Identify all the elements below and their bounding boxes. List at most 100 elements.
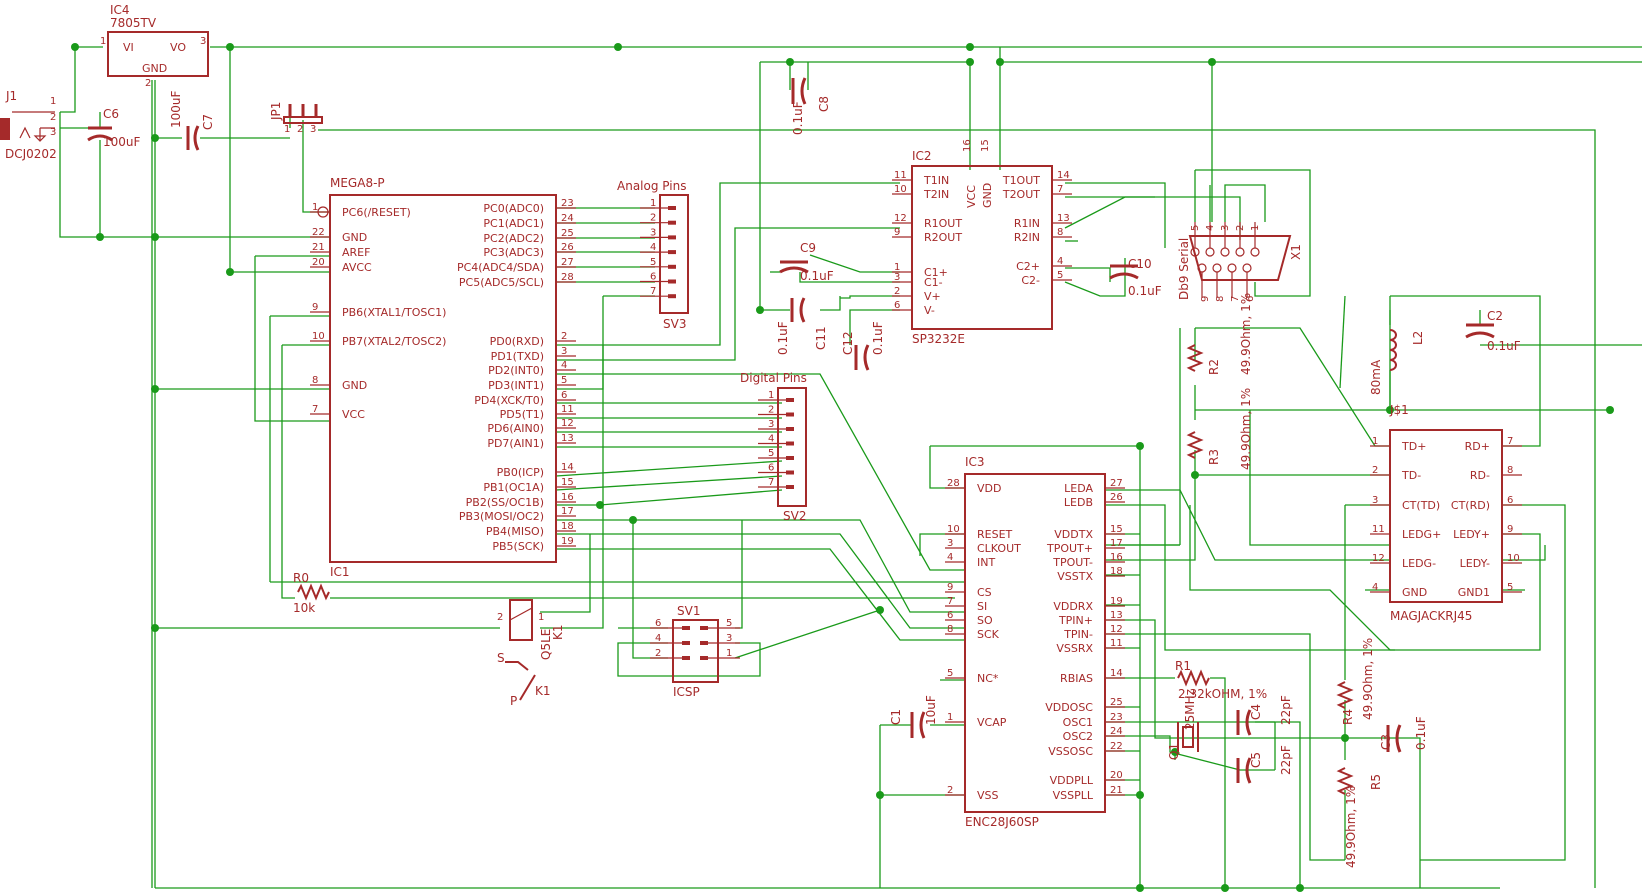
c8-capacitor[interactable]: 0.1uF C8 — [791, 77, 831, 135]
c6-capacitor[interactable]: C6 100uF — [87, 107, 141, 149]
ic3-right-pin-name: TPOUT+ — [1046, 542, 1093, 555]
c9-capacitor[interactable]: C9 0.1uF — [779, 241, 834, 283]
ic1-right-pin-name: PD3(INT1) — [488, 379, 544, 392]
j1-value: DCJ0202 — [5, 147, 57, 161]
c12-capacitor[interactable]: C12 0.1uF — [841, 321, 885, 371]
ic1-left-pin-name: AREF — [342, 246, 370, 259]
ic4-ref: IC4 — [110, 3, 130, 17]
ic3-ref: IC3 — [965, 455, 985, 469]
c2-value: 0.1uF — [1487, 339, 1521, 353]
ic1-right-pin-number: 4 — [561, 360, 567, 371]
js1-right-pin-name: RD- — [1470, 469, 1490, 482]
ic3-left-pin-number: 7 — [947, 596, 953, 607]
ic3-right-pin-name: TPIN+ — [1058, 614, 1093, 627]
c8-ref: C8 — [817, 96, 831, 112]
ic1-right-pin-name: PB3(MOSI/OC2) — [459, 510, 544, 523]
sv2-pin-pad — [786, 412, 794, 417]
c11-value: 0.1uF — [776, 321, 790, 355]
ic4-pin1: 1 — [100, 36, 106, 47]
c10-capacitor[interactable]: C10 0.1uF — [1109, 257, 1162, 298]
c2-capacitor[interactable]: C2 0.1uF — [1465, 309, 1521, 353]
c1-capacitor[interactable]: C1 10uF — [889, 695, 938, 739]
r0-ref: R0 — [293, 571, 309, 585]
ic3-left-pin-name: SO — [977, 614, 993, 627]
ic1-right-pin-number: 11 — [561, 404, 574, 415]
js1-left-pin-number: 4 — [1372, 582, 1378, 593]
ic1-left-pin-number: 8 — [312, 375, 318, 386]
sv1-left-pin-number: 4 — [655, 633, 661, 644]
r0-resistor[interactable]: R0 10k — [293, 571, 330, 615]
ic4-regulator[interactable]: IC4 7805TV VI VO GND 1 2 3 — [100, 3, 209, 89]
ic1-right-pin-number: 16 — [561, 492, 574, 503]
ic2-gnd: GND — [981, 183, 994, 208]
ic1-right-pin-number: 27 — [561, 257, 574, 268]
l2-value: 80mA — [1369, 359, 1383, 395]
ic2-left-pin-number: 3 — [894, 272, 900, 283]
ic1-right-pin-name: PC4(ADC4/SDA) — [457, 261, 544, 274]
ic2-pin15: 15 — [980, 139, 991, 152]
ic3-right-pin-name: LEDA — [1064, 482, 1093, 495]
k1-relay[interactable]: 2 1 Q5LE K1 S P K1 — [497, 599, 565, 708]
r4-resistor[interactable]: R4 49.9Ohm, 1% — [1336, 638, 1375, 725]
ic2-left-pin-number: 12 — [894, 213, 907, 224]
c3-value: 0.1uF — [1414, 716, 1428, 750]
r0-value: 10k — [293, 601, 315, 615]
c5-capacitor[interactable]: C5 22pF — [1236, 745, 1293, 784]
r2-resistor[interactable]: R2 49.9Ohm, 1% — [1186, 293, 1253, 375]
ic2-right-pin-number: 13 — [1057, 213, 1070, 224]
ic1-right-pin-number: 15 — [561, 477, 574, 488]
sv2-pin-number: 2 — [768, 405, 774, 416]
c12-value: 0.1uF — [871, 321, 885, 355]
ic3-right-pin-number: 18 — [1110, 566, 1123, 577]
ic3-right-pin-number: 23 — [1110, 712, 1123, 723]
ic1-right-pin-name: PB2(SS/OC1B) — [466, 496, 544, 509]
ic1-right-pin-name: PB4(MISO) — [486, 525, 544, 538]
ic3-right-pin-number: 25 — [1110, 697, 1123, 708]
j1-dc-jack[interactable]: J1 DCJ0202 1 2 3 — [0, 89, 57, 161]
r4-ref: R4 — [1341, 709, 1355, 725]
js1-left-pin-number: 12 — [1372, 553, 1385, 564]
r4-value: 49.9Ohm, 1% — [1361, 638, 1375, 720]
r2-ref: R2 — [1207, 359, 1221, 375]
k1-pin1: 1 — [538, 612, 544, 623]
ic3-right-pin-number: 24 — [1110, 726, 1123, 737]
c6-ref: C6 — [103, 107, 119, 121]
jp1-jumper[interactable]: JP1 1 2 3 — [269, 102, 323, 135]
r3-resistor[interactable]: R3 49.9Ohm, 1% — [1186, 388, 1253, 470]
ic3-right-pin-name: TPIN- — [1063, 628, 1093, 641]
l2-inductor[interactable]: L2 80mA — [1369, 329, 1425, 395]
c4-ref: C4 — [1249, 704, 1263, 720]
ic2-right-pin-number: 5 — [1057, 270, 1063, 281]
js1-right-pin-number: 5 — [1507, 582, 1513, 593]
ic2-right-pin-number: 4 — [1057, 256, 1063, 267]
ic3-left-pin-name: RESET — [977, 528, 1013, 541]
sv3-pin-pad — [668, 264, 676, 269]
x1-bottom-pin-number: 8 — [1215, 296, 1226, 302]
ic1-right-pin-number: 19 — [561, 536, 574, 547]
c5-value: 22pF — [1279, 745, 1293, 775]
ic3-left-pin-name: VCAP — [977, 716, 1007, 729]
ic2-right-pin-name: C2+ — [1016, 260, 1040, 273]
c4-capacitor[interactable]: C4 22pF — [1236, 695, 1293, 736]
ic2-left-pin-name: V+ — [924, 290, 941, 303]
c3-capacitor[interactable]: C3 0.1uF — [1379, 716, 1428, 753]
ic3-right-pin-name: OSC1 — [1063, 716, 1093, 729]
sv2-pin-number: 6 — [768, 463, 774, 474]
c11-capacitor[interactable]: 0.1uF C11 — [776, 297, 828, 355]
ic3-left-pin-name: NC* — [977, 672, 999, 685]
q1-crystal[interactable]: Q1 25MHz — [1167, 689, 1199, 760]
r1-resistor[interactable]: R1 2.32kOHM, 1% — [1175, 659, 1267, 701]
c7-capacitor[interactable]: C7 100uF — [169, 90, 215, 151]
r5-resistor[interactable]: R5 49.9Ohm, 1% — [1336, 767, 1383, 868]
sv3-pin-pad — [668, 220, 676, 225]
